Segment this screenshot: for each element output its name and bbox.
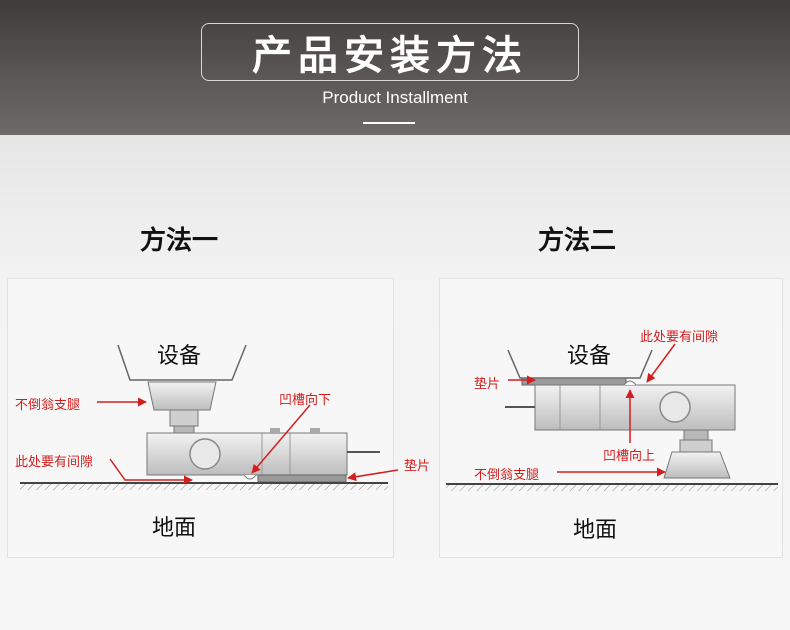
title-frame: 产品安装方法 xyxy=(201,23,579,81)
foot-label-1: 不倒翁支腿 xyxy=(15,398,81,413)
method-one-panel xyxy=(7,278,394,558)
page-subtitle: Product Installment xyxy=(322,88,468,107)
title-underline xyxy=(363,122,415,124)
shim-label-1: 垫片 xyxy=(404,459,431,474)
shim-label-2: 垫片 xyxy=(474,377,501,392)
ground-label-2: 地面 xyxy=(573,518,618,543)
foot-label-2: 不倒翁支腿 xyxy=(474,468,540,483)
ground-label-1: 地面 xyxy=(152,516,197,541)
arrow-shim-1 xyxy=(347,469,399,482)
method-two-title: 方法二 xyxy=(538,226,617,256)
groove-label-1: 凹槽向下 xyxy=(279,393,332,408)
header-banner: 产品安装方法 Product Installment xyxy=(0,0,790,135)
page-title: 产品安装方法 xyxy=(252,33,528,79)
method-one-title: 方法一 xyxy=(140,226,219,256)
arrow-groove-1 xyxy=(251,404,311,474)
method-two-drawing xyxy=(446,343,778,491)
gap-label-1: 此处要有间隙 xyxy=(15,455,94,470)
equipment-label-2: 设备 xyxy=(567,344,612,369)
equipment-label-1: 设备 xyxy=(157,344,202,369)
method-one-drawing xyxy=(20,344,399,490)
groove-label-2: 凹槽向上 xyxy=(603,449,656,464)
gap-label-2: 此处要有间隙 xyxy=(640,330,719,345)
arrow-gap-1 xyxy=(109,458,193,485)
arrow-gap-2 xyxy=(646,343,676,383)
